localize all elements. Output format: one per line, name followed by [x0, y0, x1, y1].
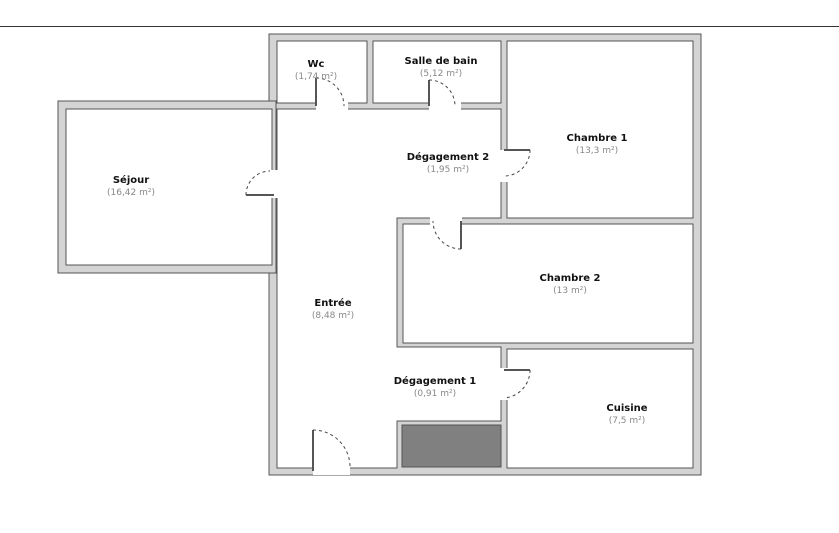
room-label-entree: Entrée(8,48 m²) [311, 298, 355, 321]
room-wc [276, 40, 368, 104]
room-label-chambre-1: Chambre 1(13,3 m²) [566, 133, 628, 156]
room-label-salle-de-bain: Salle de bain(5,12 m²) [404, 56, 478, 79]
room-label-chambre-2: Chambre 2(13 m²) [539, 273, 601, 296]
storage-block [401, 424, 502, 468]
room-label-cuisine: Cuisine(7,5 m²) [606, 403, 648, 426]
room-cuisine [506, 348, 694, 469]
room-label-wc: Wc(1,74 m²) [294, 59, 338, 82]
room-chambre-1 [506, 40, 694, 219]
room-sejour [65, 108, 273, 266]
top-divider [0, 26, 839, 27]
room-chambre-2 [402, 223, 694, 344]
room-label-degagement-1: Dégagement 1(0,91 m²) [393, 376, 477, 399]
room-label-sejour: Séjour(16,42 m²) [106, 175, 156, 198]
room-label-degagement-2: Dégagement 2(1,95 m²) [406, 152, 490, 175]
